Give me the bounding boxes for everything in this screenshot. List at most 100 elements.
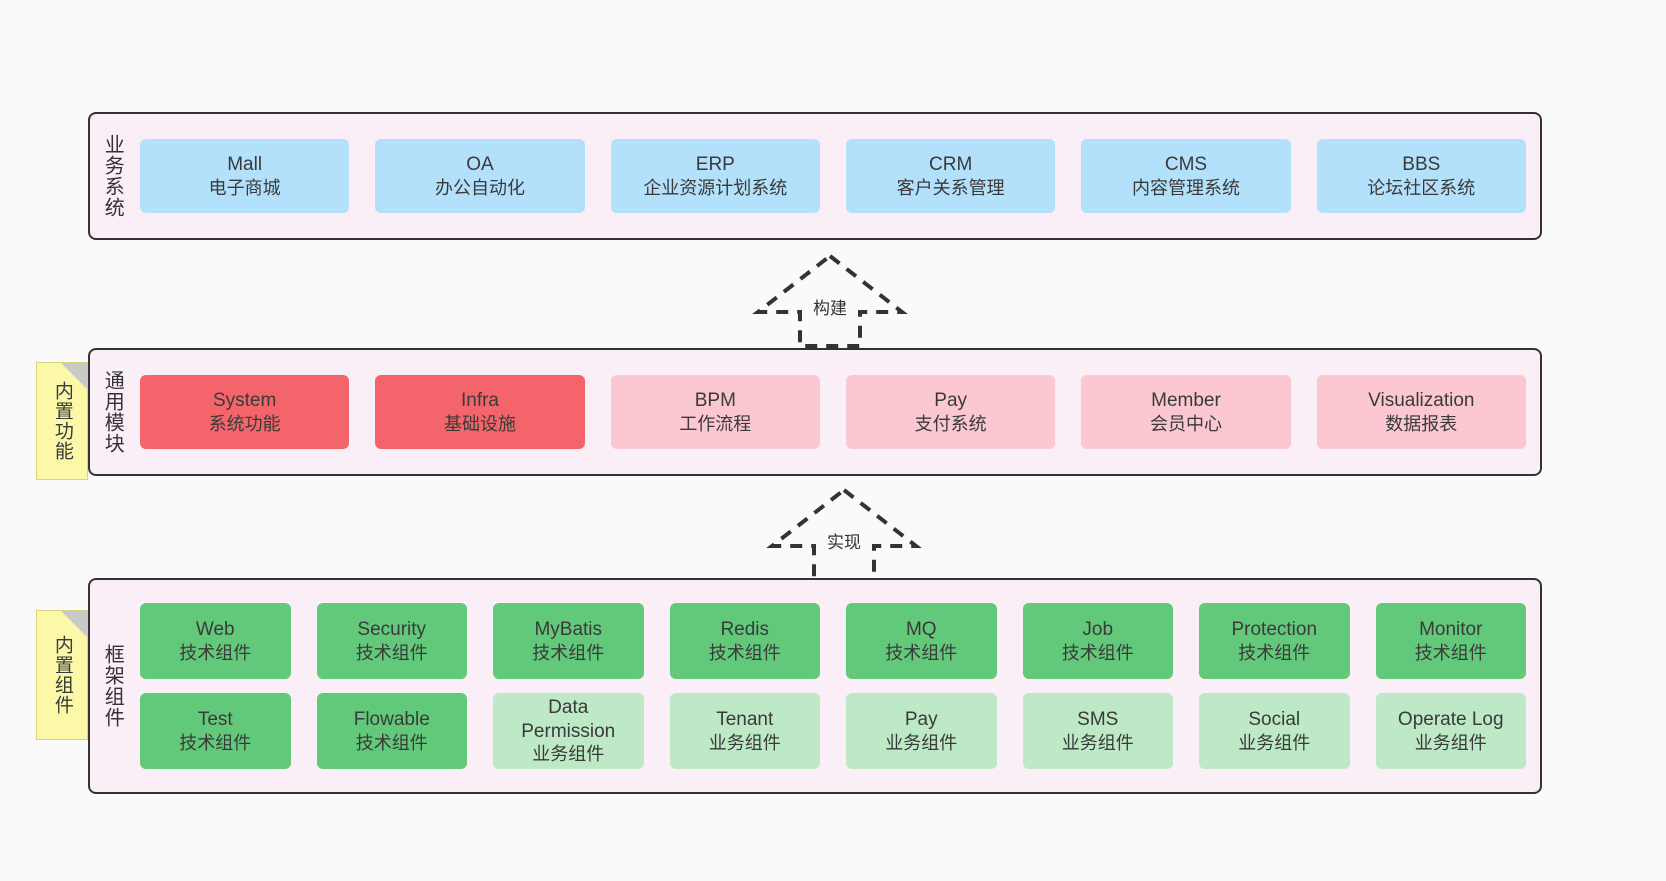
- node-label-cn: 技术组件: [179, 642, 252, 663]
- node-label-en: MyBatis: [534, 619, 603, 641]
- node-operate-log[interactable]: Operate Log 业务组件: [1375, 693, 1526, 769]
- node-label-cn: 技术组件: [885, 642, 958, 663]
- node-web[interactable]: Web 技术组件: [140, 603, 291, 679]
- arrow-build: 构建: [752, 252, 908, 348]
- node-pay[interactable]: Pay 支付系统: [845, 375, 1056, 449]
- node-label-cn: 客户关系管理: [896, 177, 1005, 198]
- node-label-en: CRM: [929, 154, 973, 176]
- node-infra[interactable]: Infra 基础设施: [375, 375, 585, 449]
- node-label-cn: 业务组件: [885, 732, 958, 753]
- node-crm[interactable]: CRM 客户关系管理: [845, 139, 1056, 213]
- node-system[interactable]: System 系统功能: [140, 375, 350, 449]
- node-label-cn: 业务组件: [532, 744, 605, 765]
- layer-title-common-module: 通用模块: [101, 370, 124, 454]
- node-label-en: OA: [466, 154, 494, 176]
- node-label-en: Infra: [460, 390, 499, 412]
- node-label-en: Web: [195, 619, 235, 641]
- node-mybatis[interactable]: MyBatis 技术组件: [493, 603, 644, 679]
- node-label-en: Data Permission: [521, 697, 616, 742]
- node-bbs[interactable]: BBS 论坛社区系统: [1316, 139, 1526, 213]
- node-label-cn: 技术组件: [1061, 642, 1134, 663]
- node-label-en: Redis: [720, 619, 770, 641]
- node-label-cn: 技术组件: [355, 642, 428, 663]
- note-builtin-component: 内置组件: [36, 610, 88, 740]
- note-builtin-function: 内置功能: [36, 362, 88, 480]
- note-label: 内置功能: [51, 381, 73, 461]
- node-label-cn: 技术组件: [708, 642, 781, 663]
- node-row: Test 技术组件 Flowable 技术组件 Data Permission …: [140, 693, 1526, 769]
- node-label-en: Monitor: [1419, 619, 1483, 641]
- node-label-cn: 基础设施: [443, 413, 516, 434]
- node-tenant[interactable]: Tenant 业务组件: [669, 693, 820, 769]
- node-redis[interactable]: Redis 技术组件: [669, 603, 820, 679]
- node-label-cn: 系统功能: [208, 413, 281, 434]
- node-label-en: Pay: [904, 709, 938, 731]
- node-flowable[interactable]: Flowable 技术组件: [316, 693, 467, 769]
- node-label-en: ERP: [695, 154, 735, 176]
- node-label-cn: 论坛社区系统: [1367, 177, 1476, 198]
- node-sms[interactable]: SMS 业务组件: [1022, 693, 1173, 769]
- note-label: 内置组件: [51, 635, 73, 715]
- node-cms[interactable]: CMS 内容管理系统: [1081, 139, 1291, 213]
- node-label-en: Flowable: [353, 709, 430, 731]
- layer-title-business-system: 业务系统: [101, 134, 124, 218]
- node-label-cn: 业务组件: [1414, 732, 1487, 753]
- node-label-en: Mall: [227, 154, 263, 176]
- node-label-en: Visualization: [1368, 390, 1475, 412]
- arrow-build-icon: [752, 253, 908, 348]
- layer-business-system: 业务系统 Mall 电子商城 OA 办公自动化 ERP 企业资源计划系统 CRM…: [88, 112, 1542, 240]
- node-label-en: BPM: [694, 390, 736, 412]
- node-visualization[interactable]: Visualization 数据报表: [1316, 375, 1526, 449]
- node-label-cn: 企业资源计划系统: [643, 177, 788, 198]
- arrow-implement: 实现: [766, 486, 922, 582]
- node-label-cn: 技术组件: [532, 642, 605, 663]
- node-label-cn: 会员中心: [1149, 413, 1222, 434]
- node-label-en: Pay: [934, 390, 968, 412]
- node-label-en: Social: [1248, 709, 1301, 731]
- node-label-en: Tenant: [716, 709, 774, 731]
- node-label-cn: 电子商城: [208, 177, 281, 198]
- node-job[interactable]: Job 技术组件: [1022, 603, 1173, 679]
- node-row: Mall 电子商城 OA 办公自动化 ERP 企业资源计划系统 CRM 客户关系…: [140, 139, 1526, 213]
- layer-framework-component: 框架组件 Web 技术组件 Security 技术组件 MyBatis 技术组件…: [88, 578, 1542, 794]
- node-label-cn: 办公自动化: [434, 177, 525, 198]
- arrow-build-label: 构建: [813, 299, 847, 318]
- node-label-cn: 技术组件: [179, 732, 252, 753]
- node-label-cn: 业务组件: [708, 732, 781, 753]
- node-monitor[interactable]: Monitor 技术组件: [1375, 603, 1526, 679]
- layer-body-common-module: System 系统功能 Infra 基础设施 BPM 工作流程 Pay 支付系统…: [134, 350, 1540, 474]
- node-label-en: BBS: [1402, 154, 1441, 176]
- node-label-en: Security: [357, 619, 427, 641]
- node-security[interactable]: Security 技术组件: [316, 603, 467, 679]
- node-label-en: MQ: [905, 619, 937, 641]
- node-data-permission[interactable]: Data Permission 业务组件: [493, 693, 644, 769]
- arrow-implement-label: 实现: [827, 533, 861, 552]
- node-row: System 系统功能 Infra 基础设施 BPM 工作流程 Pay 支付系统…: [140, 375, 1526, 449]
- node-member[interactable]: Member 会员中心: [1081, 375, 1291, 449]
- node-row: Web 技术组件 Security 技术组件 MyBatis 技术组件 Redi…: [140, 603, 1526, 679]
- node-pay-component[interactable]: Pay 业务组件: [846, 693, 997, 769]
- node-label-cn: 业务组件: [1238, 732, 1311, 753]
- node-test[interactable]: Test 技术组件: [140, 693, 291, 769]
- node-mall[interactable]: Mall 电子商城: [140, 139, 350, 213]
- layer-body-business-system: Mall 电子商城 OA 办公自动化 ERP 企业资源计划系统 CRM 客户关系…: [134, 114, 1540, 238]
- node-label-en: CMS: [1164, 154, 1208, 176]
- node-label-cn: 技术组件: [355, 732, 428, 753]
- node-label-en: System: [212, 390, 277, 412]
- node-label-cn: 支付系统: [914, 413, 987, 434]
- node-bpm[interactable]: BPM 工作流程: [610, 375, 820, 449]
- node-label-en: Member: [1151, 390, 1221, 412]
- node-label-en: Job: [1082, 619, 1114, 641]
- node-label-en: SMS: [1077, 709, 1119, 731]
- node-label-en: Test: [197, 709, 233, 731]
- layer-title-framework-component: 框架组件: [101, 644, 124, 728]
- node-mq[interactable]: MQ 技术组件: [846, 603, 997, 679]
- node-social[interactable]: Social 业务组件: [1199, 693, 1350, 769]
- node-label-en: Operate Log: [1397, 709, 1504, 731]
- node-label-cn: 工作流程: [679, 413, 752, 434]
- node-label-en: Protection: [1231, 619, 1318, 641]
- layer-body-framework-component: Web 技术组件 Security 技术组件 MyBatis 技术组件 Redi…: [134, 580, 1540, 792]
- node-erp[interactable]: ERP 企业资源计划系统: [610, 139, 820, 213]
- node-protection[interactable]: Protection 技术组件: [1199, 603, 1350, 679]
- node-oa[interactable]: OA 办公自动化: [375, 139, 585, 213]
